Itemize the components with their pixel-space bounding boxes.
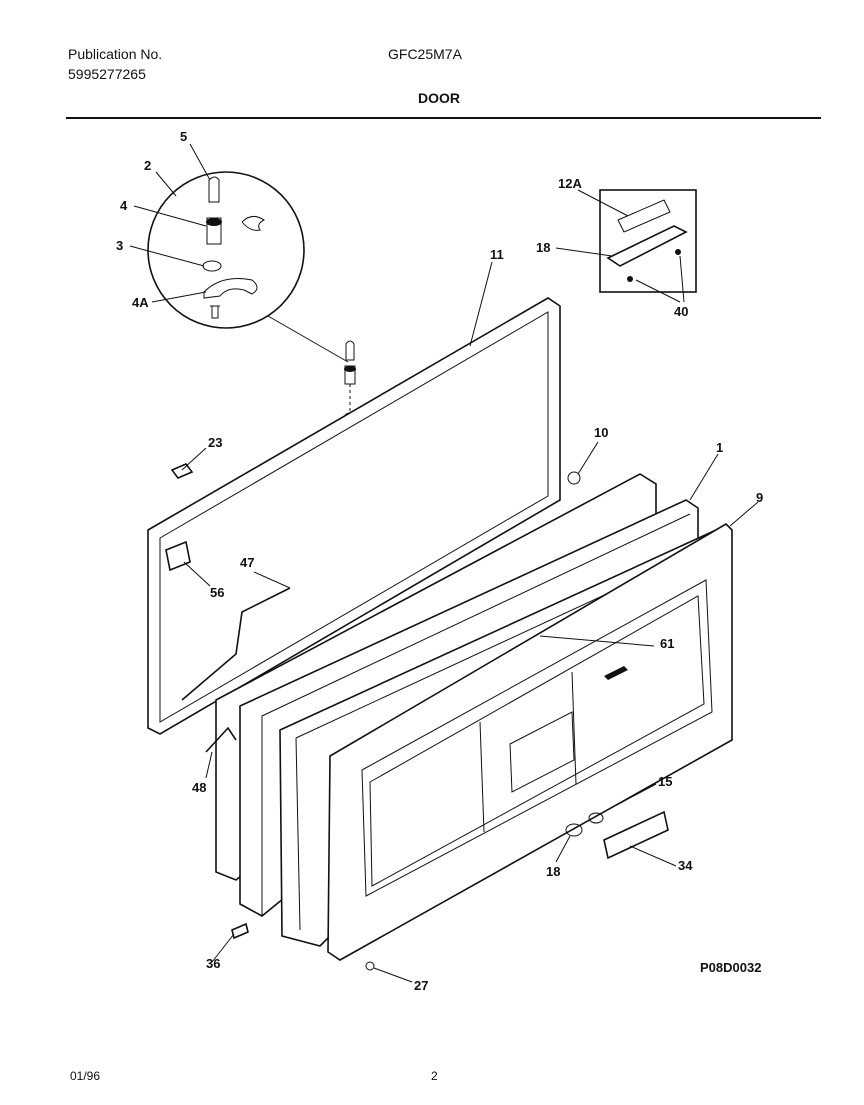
callout-40: 40 <box>674 304 688 319</box>
part-27 <box>365 961 375 971</box>
callout-3: 3 <box>116 238 123 253</box>
footer-date: 01/96 <box>70 1069 101 1083</box>
drawing-id: P08D0032 <box>700 960 762 975</box>
callout-18-bottom: 18 <box>546 864 560 879</box>
pin-part-5 <box>208 176 220 203</box>
callout-4a: 4A <box>132 295 149 310</box>
wire-part-47 <box>181 587 291 701</box>
callout-5: 5 <box>180 129 187 144</box>
part-18-bottom <box>565 823 583 837</box>
callout-23: 23 <box>208 435 222 450</box>
callout-18-top: 18 <box>536 240 550 255</box>
part-34 <box>603 810 669 860</box>
bushing-top <box>206 218 222 226</box>
callout-34: 34 <box>678 858 693 873</box>
handle-inset-box <box>599 189 697 293</box>
callout-9: 9 <box>756 490 763 505</box>
callout-36: 36 <box>206 956 220 971</box>
header-divider <box>66 117 821 119</box>
callout-56: 56 <box>210 585 224 600</box>
callout-48: 48 <box>192 780 206 795</box>
washer-part-3 <box>202 260 222 272</box>
callout-4: 4 <box>120 198 128 213</box>
part-23 <box>170 463 194 479</box>
callout-61: 61 <box>660 636 674 651</box>
part-36 <box>231 922 249 940</box>
clip <box>241 216 265 231</box>
callout-47: 47 <box>240 555 254 570</box>
page-number: 2 <box>431 1069 438 1083</box>
part-10 <box>567 471 581 485</box>
publication-label: Publication No. <box>68 46 163 62</box>
part-61 <box>604 666 628 680</box>
small-parts <box>165 463 669 971</box>
section-title: DOOR <box>418 90 460 106</box>
callout-2: 2 <box>144 158 151 173</box>
gasket-frame-part-11 <box>147 297 561 735</box>
door-liner-part-9 <box>327 522 733 961</box>
callout-27: 27 <box>414 978 428 993</box>
part-48 <box>205 726 237 753</box>
hinge-bracket-4a <box>203 278 258 299</box>
model-number: GFC25M7A <box>388 46 462 62</box>
callout-1: 1 <box>716 440 723 455</box>
publication-number: 5995277265 <box>68 66 146 82</box>
callout-11: 11 <box>490 247 504 262</box>
part-56 <box>165 540 191 572</box>
leader-lines <box>129 143 759 983</box>
callout-15: 15 <box>658 774 672 789</box>
callout-10: 10 <box>594 425 608 440</box>
screw <box>210 305 220 319</box>
part-15 <box>588 812 604 824</box>
callout-12a: 12A <box>558 176 582 191</box>
callout-labels: 5 2 4 3 4A 11 12A 18 40 23 10 1 9 47 56 … <box>116 129 763 993</box>
hinge-detail-circle <box>147 171 349 363</box>
